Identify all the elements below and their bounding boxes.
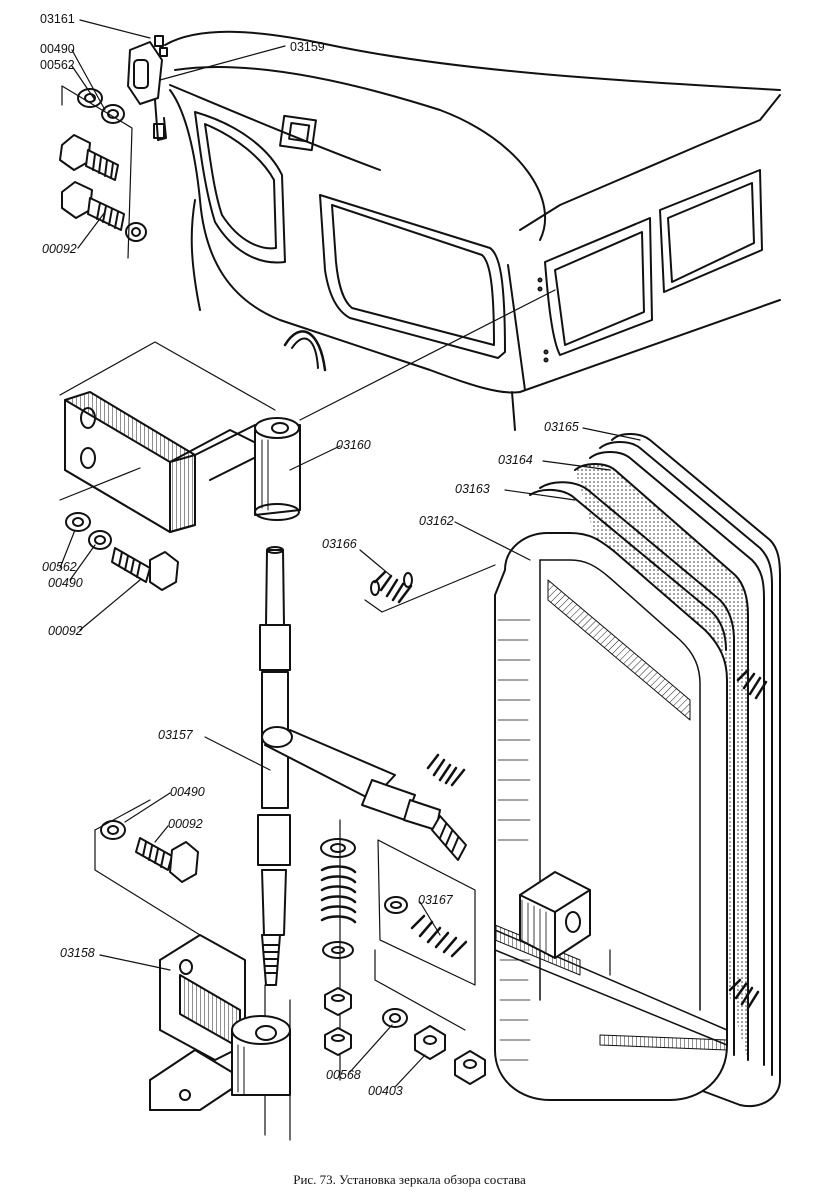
washer-00490-low [101,821,125,839]
label-00562-top: 00562 [40,58,75,72]
label-03158: 03158 [60,946,95,960]
bolt-low [136,838,198,882]
figure-caption: Рис. 73. Установка зеркала обзора состав… [293,1172,526,1187]
label-00092-mid: 00092 [48,624,83,638]
washer-00490-top [78,89,102,107]
spring-03167 [385,897,466,956]
mirror-housing [495,434,780,1106]
label-03157: 03157 [158,728,193,742]
washer-00490-mid [89,531,111,549]
label-03163: 03163 [455,482,490,496]
bracket-03160 [65,392,300,532]
label-03167: 03167 [418,893,453,907]
label-03159: 03159 [290,40,325,54]
washer-00562-top [102,105,124,123]
label-03166: 03166 [322,537,357,551]
label-03161: 03161 [40,12,75,26]
spring-stack [321,839,355,1055]
label-03160: 03160 [336,438,371,452]
bolt-top-2 [62,182,146,241]
label-00092-top: 00092 [42,242,77,256]
label-00490-top: 00490 [40,42,75,56]
leader-lines [60,20,640,1087]
label-03164: 03164 [498,453,533,467]
label-03162: 03162 [419,514,454,528]
bracket-03158 [150,935,290,1110]
locomotive-cab [165,32,780,430]
label-00568: 00568 [326,1068,361,1082]
bolt-mid [112,548,178,590]
spring-upper-right [428,755,464,785]
bolt-top-1 [60,135,118,180]
shaft-03157 [258,547,466,985]
washer-00562-mid [66,513,90,531]
spring-03166 [371,572,412,602]
label-03165: 03165 [544,420,579,434]
label-00490-low: 00490 [170,785,205,799]
label-00403: 00403 [368,1084,403,1098]
label-00562-mid: 00562 [42,560,77,574]
clamp-03161 [128,36,167,140]
washer-00568 [383,1009,407,1027]
nut-00403 [415,1026,485,1084]
label-00490-mid: 00490 [48,576,83,590]
label-00092-low: 00092 [168,817,203,831]
